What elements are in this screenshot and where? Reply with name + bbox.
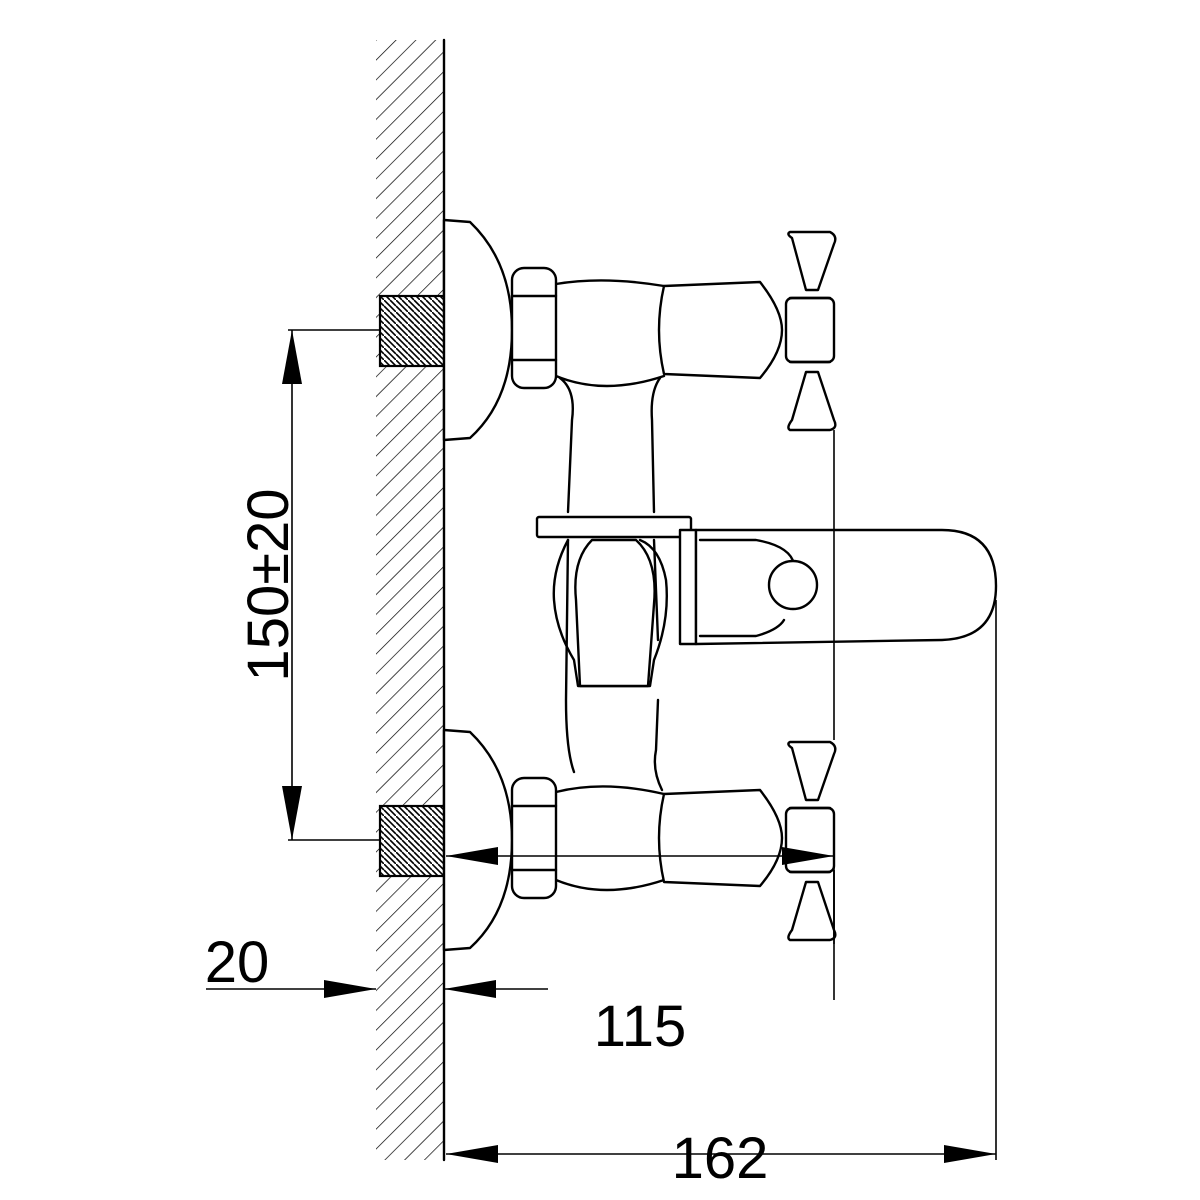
dimension-total-projection: 162 <box>446 600 997 1191</box>
upper-cross-handle <box>784 230 837 432</box>
diverter-housing <box>552 538 668 688</box>
diverter-collar <box>678 528 698 646</box>
dimension-handle-projection: 115 <box>446 430 835 1059</box>
dimension-handle-projection-label: 115 <box>594 994 686 1059</box>
lower-valve-bonnet <box>657 788 784 888</box>
upper-threaded-connector <box>378 294 446 368</box>
upper-valve-bonnet <box>657 280 784 380</box>
spout <box>694 528 998 646</box>
spout-button <box>767 559 819 611</box>
dimension-wall-offset: 20 <box>205 930 548 998</box>
wall-hatching <box>376 40 444 1160</box>
upper-body-curve <box>554 279 666 388</box>
lower-hex-nut <box>510 776 558 900</box>
upper-escutcheon <box>442 218 514 442</box>
wall <box>376 38 446 1162</box>
dimension-center-distance-label: 150±20 <box>236 488 301 681</box>
lower-escutcheon <box>442 728 514 952</box>
diverter-knob <box>574 538 656 688</box>
dimension-center-distance: 150±20 <box>236 329 380 841</box>
diverter-plate <box>535 515 693 539</box>
dimension-total-projection-label: 162 <box>672 1126 769 1191</box>
mixer-body-right-edge <box>650 376 664 792</box>
mixer-body <box>558 376 576 774</box>
lower-cross-handle <box>784 740 837 942</box>
lower-threaded-connector <box>378 804 446 878</box>
lower-body-curve <box>554 785 666 892</box>
upper-hex-nut <box>510 266 558 390</box>
dimension-wall-offset-label: 20 <box>205 930 270 995</box>
